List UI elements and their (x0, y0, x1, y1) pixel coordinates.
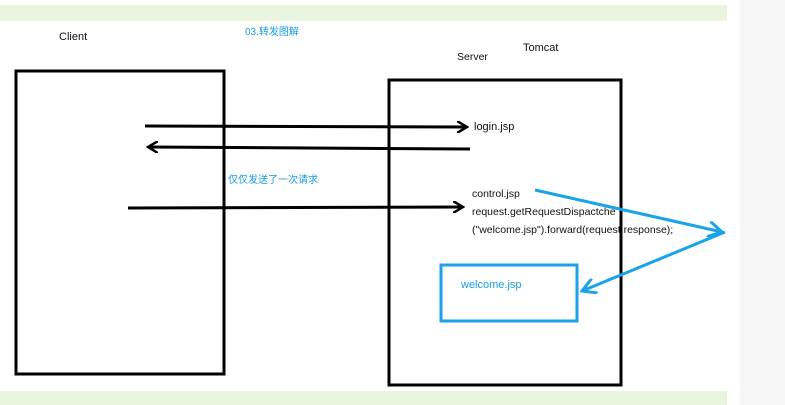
control-jsp-label: control.jsp (472, 188, 520, 200)
forward-code-line1: request.getRequestDispactche (472, 206, 616, 218)
bottom-band (0, 391, 727, 405)
welcome-box (439, 263, 579, 323)
server-box (387, 78, 623, 387)
request-arrow (144, 126, 467, 127)
forward-return-arrow (582, 230, 726, 291)
forward-arrow (534, 188, 722, 232)
forward-code-line2: ("welcome.jsp").forward(request,response… (472, 224, 674, 236)
single-request-note: 仅仅发送了一次请求 (228, 175, 318, 186)
tomcat-label: Tomcat (523, 42, 559, 54)
control-request-arrow (127, 207, 463, 208)
response-arrow (148, 147, 471, 149)
right-margin (740, 0, 785, 405)
server-label: Server (457, 51, 488, 63)
client-box (14, 69, 226, 376)
welcome-jsp-label: welcome.jsp (461, 279, 522, 291)
login-jsp-label: login.jsp (474, 121, 515, 133)
top-band (0, 5, 727, 21)
client-label: Client (59, 31, 88, 43)
diagram-title: 03.转发图解 (245, 27, 299, 38)
